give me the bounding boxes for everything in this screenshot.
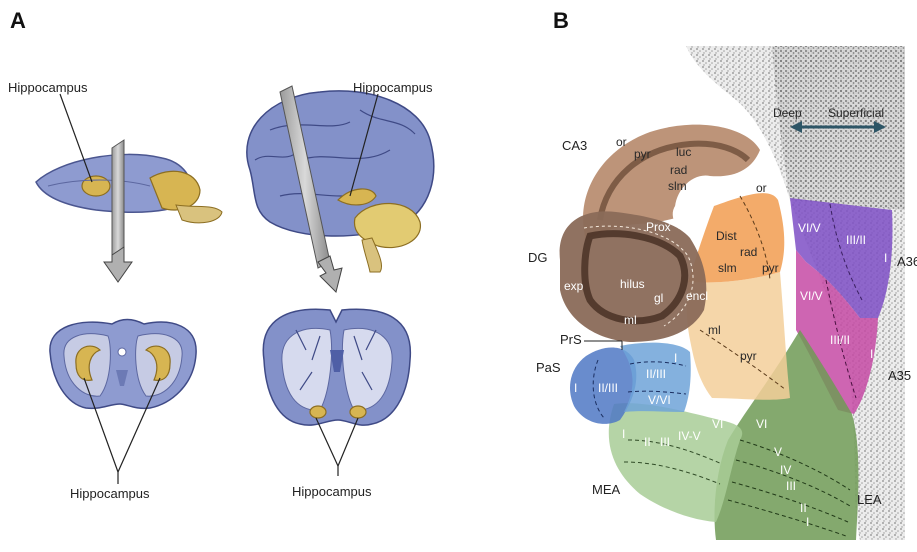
label-mea: MEA bbox=[592, 482, 621, 497]
lea-v: V bbox=[774, 445, 782, 459]
ca1-pyr: pyr bbox=[762, 261, 779, 275]
mea-vi: VI bbox=[712, 417, 723, 431]
a36-vi-v: VI/V bbox=[798, 221, 821, 235]
label-lea: LEA bbox=[857, 492, 882, 507]
lea-vi: VI bbox=[756, 417, 767, 431]
prs-ii-iii: II/III bbox=[646, 367, 666, 381]
prs-v-vi: V/VI bbox=[648, 393, 671, 407]
sub-ml: ml bbox=[708, 323, 721, 337]
ca1-or: or bbox=[756, 181, 767, 195]
ca1-slm: slm bbox=[718, 261, 737, 275]
a35-vi-v: VI/V bbox=[800, 289, 823, 303]
mea-i: I bbox=[622, 427, 625, 441]
dg-hilus: hilus bbox=[620, 277, 645, 291]
label-ca3: CA3 bbox=[562, 138, 587, 153]
ca1-rad: rad bbox=[740, 245, 757, 259]
label-a35: A35 bbox=[888, 368, 911, 383]
prox-arrow bbox=[674, 201, 692, 228]
dg-exp: exp bbox=[564, 279, 584, 293]
mea-ii: II bbox=[644, 435, 651, 449]
dg-encl: encl bbox=[686, 289, 708, 303]
a36-i: I bbox=[884, 251, 887, 265]
pas-i: I bbox=[574, 381, 577, 395]
label-prs: PrS bbox=[560, 332, 582, 347]
pas-ii-iii: II/III bbox=[598, 381, 618, 395]
a36-iii-ii: III/II bbox=[846, 233, 866, 247]
ca3-prox: Prox bbox=[646, 220, 671, 234]
prs-i: I bbox=[674, 351, 677, 365]
lea-ii: II bbox=[800, 501, 807, 515]
lea-i: I bbox=[806, 515, 809, 529]
axis-superficial-label: Superficial bbox=[828, 106, 884, 120]
label-pas: PaS bbox=[536, 360, 561, 375]
ca3-rad: rad bbox=[670, 163, 687, 177]
mea-iv-v: IV-V bbox=[678, 429, 701, 443]
axis-deep-label: Deep bbox=[773, 106, 802, 120]
label-a36: A36 bbox=[897, 254, 917, 269]
ca3-slm: slm bbox=[668, 179, 687, 193]
dg-gl: gl bbox=[654, 291, 663, 305]
dg-ml: ml bbox=[624, 313, 637, 327]
lea-iii: III bbox=[786, 479, 796, 493]
ca3-luc: luc bbox=[676, 145, 691, 159]
sub-pyr: pyr bbox=[740, 349, 757, 363]
a35-i: I bbox=[870, 347, 873, 361]
ca1-dist: Dist bbox=[716, 229, 737, 243]
a35-iii-ii: III/II bbox=[830, 333, 850, 347]
ca3-pyr: pyr bbox=[634, 147, 651, 161]
mea-iii: III bbox=[660, 435, 670, 449]
ca3-or: or bbox=[616, 135, 627, 149]
label-dg: DG bbox=[528, 250, 548, 265]
lea-iv: IV bbox=[780, 463, 791, 477]
